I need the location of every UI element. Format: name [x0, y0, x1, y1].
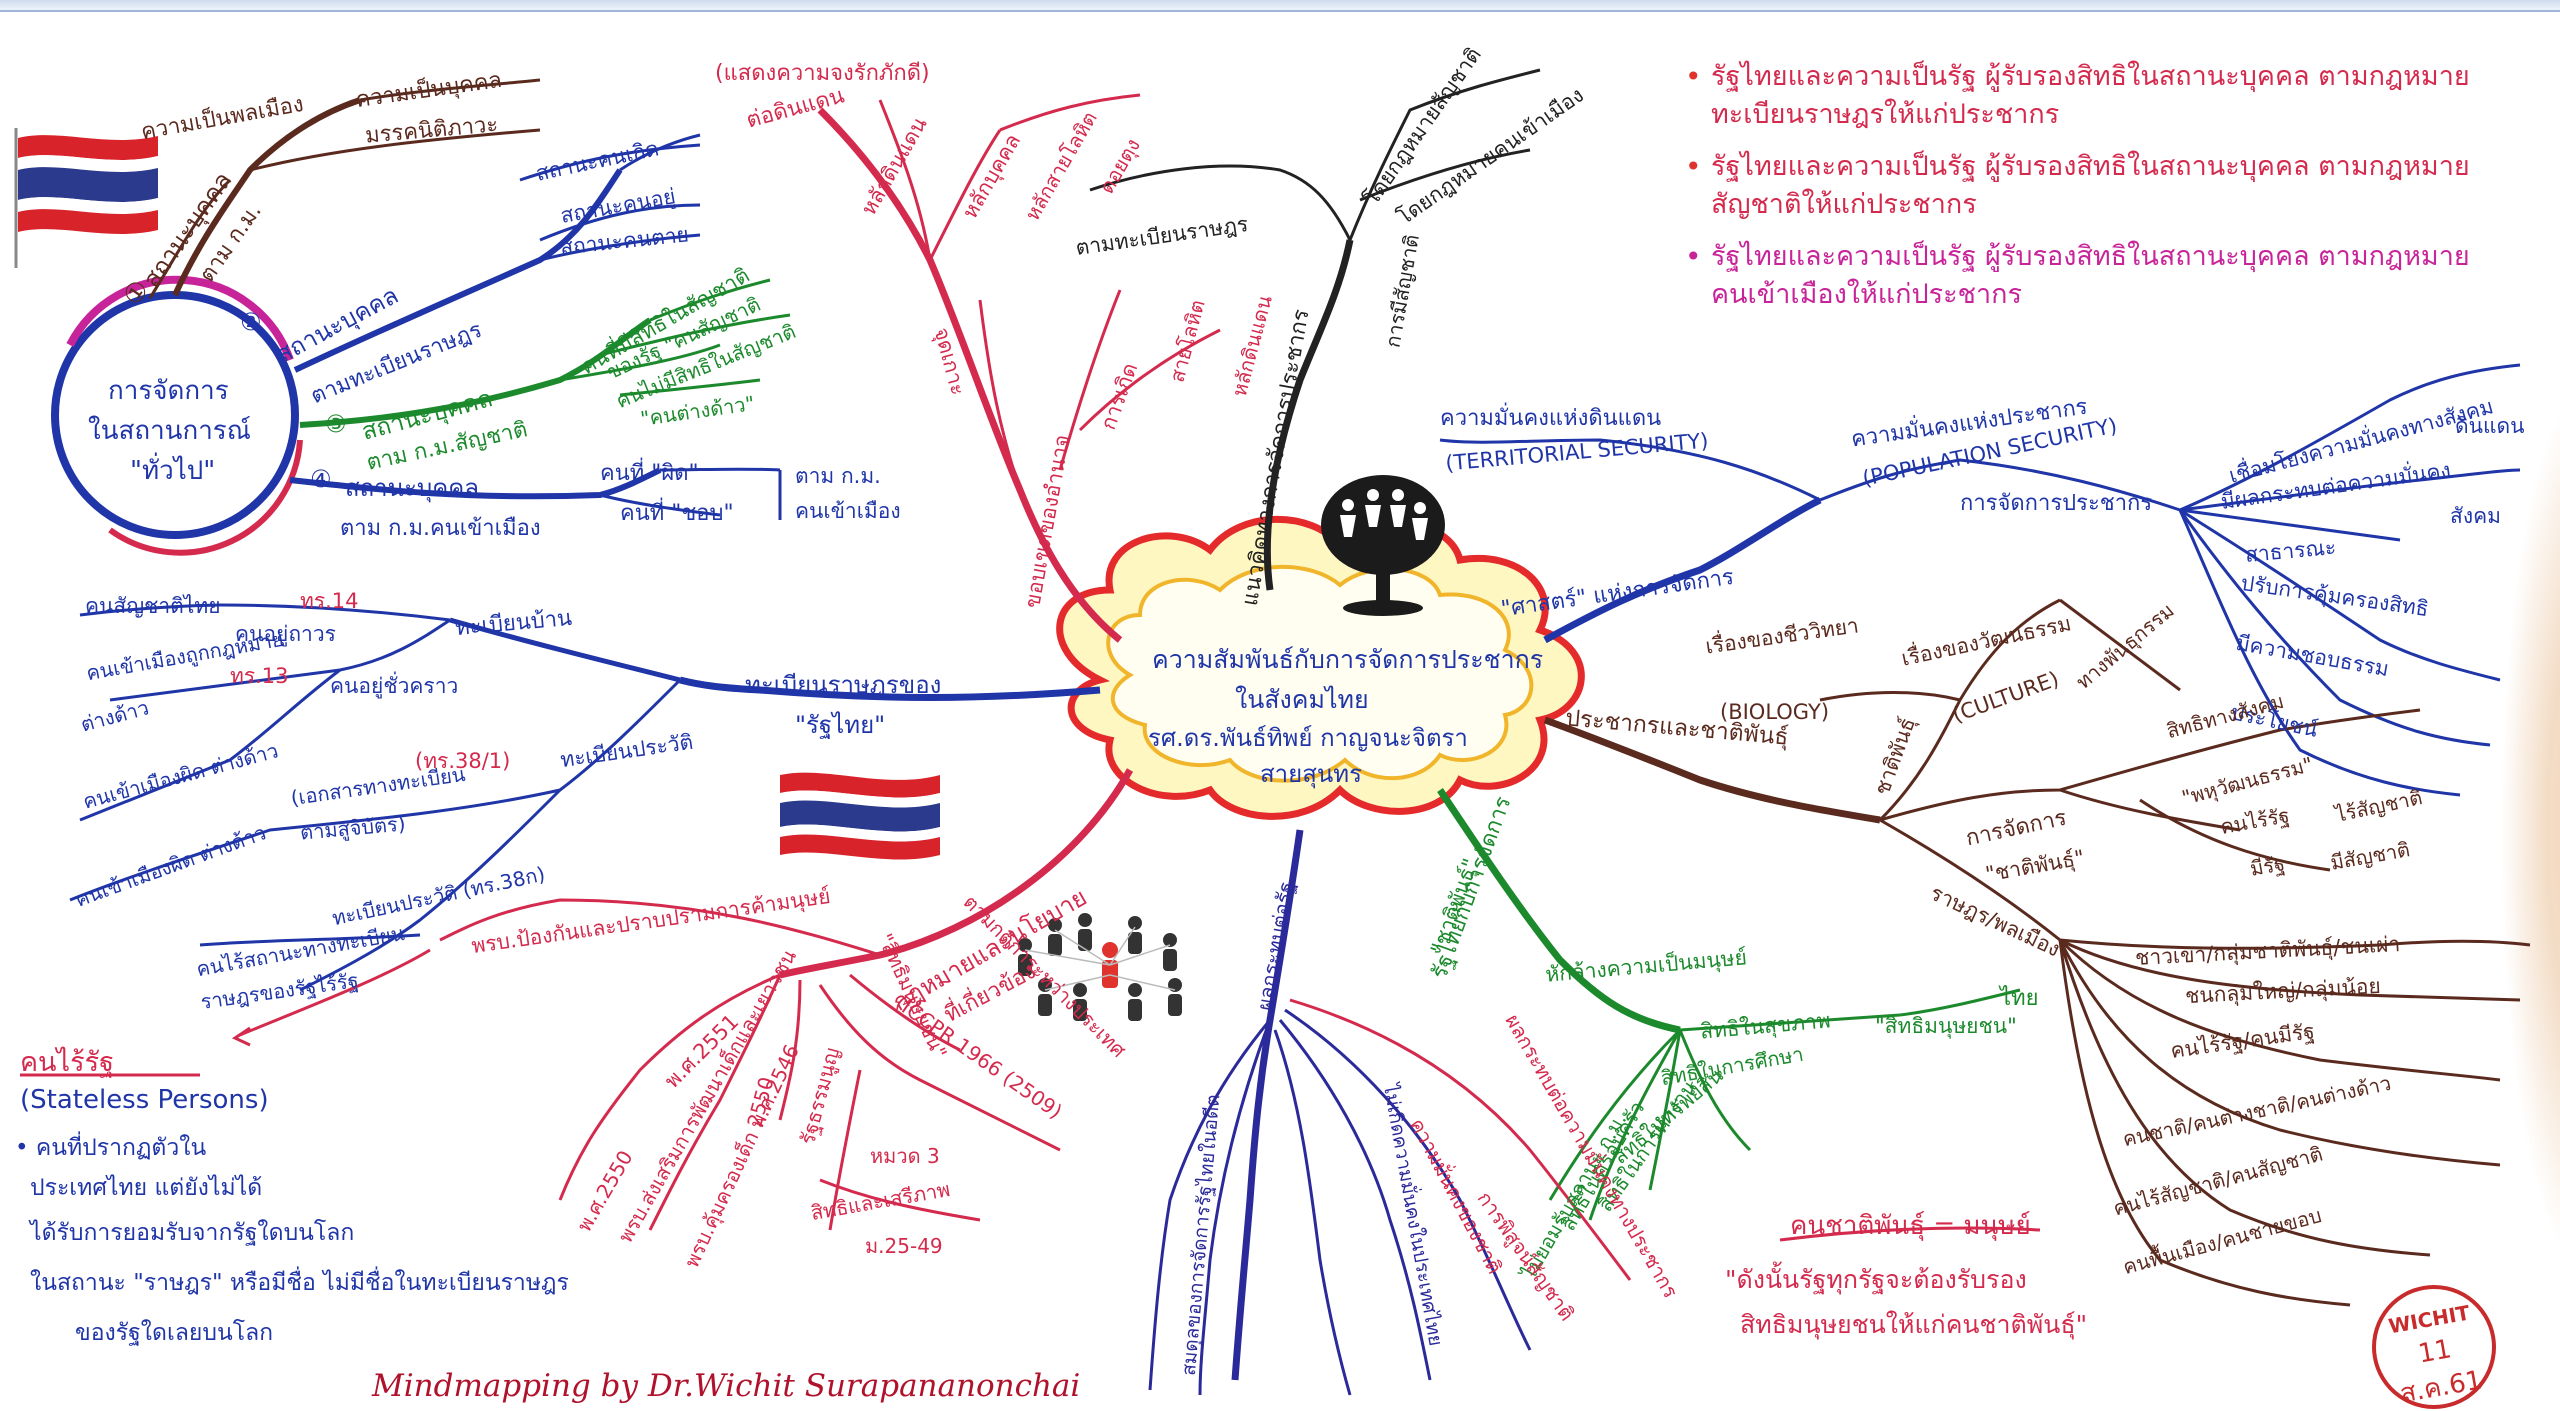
b3-number: ③ — [325, 410, 347, 438]
rm-d: การจัดการประชากร — [1960, 491, 2153, 516]
stateless-title: คนไร้รัฐ — [20, 1047, 114, 1078]
bullet-item: •รัฐไทยและความเป็นรัฐ ผู้รับรองสิทธิในสถ… — [1685, 150, 2470, 220]
b4-sub: ตาม ก.ม.คนเข้าเมือง — [340, 516, 541, 541]
bm-s: ไทย — [2000, 986, 2039, 1011]
left-mid-b: คนอยู่ถาวร — [235, 622, 336, 646]
bullet-dot-icon: • — [1685, 60, 1702, 93]
bm-n: สิทธิมนุษยชนให้แก่คนชาติพันธุ์" — [1740, 1310, 2088, 1339]
stateless-desc-1: • คนที่ปรากฏตัวใน — [15, 1135, 207, 1161]
b4-d: คนเข้าเมือง — [795, 499, 901, 523]
thai-flag-mid — [780, 772, 940, 860]
bl-m: ม.25-49 — [865, 1234, 943, 1258]
b4-number: ④ — [310, 465, 332, 493]
center-title-line1: ความสัมพันธ์กับการจัดการประชากร — [1152, 645, 1544, 674]
rl-a-en: (BIOLOGY) — [1720, 700, 1830, 724]
center-author-line1: รศ.ดร.พันธ์ทิพย์ กาญจนะจิตรา — [1148, 724, 1468, 752]
people-tree-icon — [1321, 475, 1445, 616]
bullet-item: •รัฐไทยและความเป็นรัฐ ผู้รับรองสิทธิในสถ… — [1685, 60, 2470, 130]
b4-a: คนที่ "ผิด" — [600, 461, 699, 486]
left-mid-g: คนอยู่ชั่วคราว — [330, 674, 459, 698]
center-title-line2: ในสังคมไทย — [1235, 685, 1369, 714]
stateless-en: (Stateless Persons) — [20, 1085, 269, 1115]
stateless-desc-4: ในสถานะ "ราษฎร" หรือมีชื่อ ไม่มีชื่อในทะ… — [30, 1270, 569, 1296]
bm-m: "ดังนั้นรัฐทุกรัฐจะต้องรับรอง — [1725, 1265, 2027, 1294]
left-mid-j: (ทร.38/1) — [415, 749, 511, 773]
side-decoration — [2500, 380, 2560, 1280]
bm-h: "สิทธิมนุษยชน" — [1875, 1014, 2017, 1038]
left-mid-main2: "รัฐไทย" — [795, 711, 886, 739]
rm-a: ความมั่นคงแห่งดินแดน — [1440, 406, 1662, 431]
stamp-date: 11 ส.ค.61 — [2397, 1334, 2485, 1410]
top-right-bullets: •รัฐไทยและความเป็นรัฐ ผู้รับรองสิทธิในสถ… — [1685, 58, 2505, 328]
window-top-border — [0, 0, 2560, 12]
center-author-line2: สายสุนทร — [1260, 760, 1362, 788]
left-mid-a-tag: ทร.14 — [300, 589, 359, 613]
left-mid-a: คนสัญชาติไทย — [85, 594, 221, 618]
bullet-dot-icon: • — [1685, 150, 1702, 183]
b4-label: สถานะบุคคล — [345, 474, 480, 502]
rm-h: สังคม — [2450, 504, 2501, 528]
stateless-desc-3: ได้รับการยอมรับจากรัฐใดบนโลก — [30, 1220, 355, 1246]
circle-text-2: ในสถานการณ์ — [88, 416, 251, 446]
author-credit: Mindmapping by Dr.Wichit Surapananonchai — [372, 1368, 1081, 1404]
b4-c: ตาม ก.ม. — [795, 464, 881, 488]
bullet-dot-icon: • — [1685, 240, 1702, 273]
bl-k: หมวด 3 — [870, 1144, 940, 1168]
b2-number: ② — [240, 308, 262, 336]
left-mid-e: ทร.13 — [230, 664, 289, 688]
crowd-icon — [1018, 913, 1182, 1021]
rm-g: ดินแดน — [2455, 414, 2525, 438]
left-mid-main: ทะเบียนราษฎรของ — [745, 671, 942, 699]
rl-k: มีรัฐ — [2248, 851, 2287, 881]
bm-l: คนชาติพันธุ์ = มนุษย์ — [1790, 1211, 2031, 1241]
stateless-desc-2: ประเทศไทย แต่ยังไม่ได้ — [30, 1175, 263, 1201]
b4-b: คนที่ "ชอบ" — [620, 501, 734, 526]
circle-text-1: การจัดการ — [108, 376, 229, 406]
tm-a: (แสดงความจงรักภักดี) — [715, 61, 930, 86]
bullet-item: •รัฐไทยและความเป็นรัฐ ผู้รับรองสิทธิในสถ… — [1685, 240, 2470, 310]
stateless-desc-5: ของรัฐใดเลยบนโลก — [75, 1320, 274, 1346]
thai-flag-top — [14, 128, 158, 268]
circle-text-3: "ทั่วไป" — [130, 456, 216, 486]
center-cloud — [1056, 515, 1585, 820]
